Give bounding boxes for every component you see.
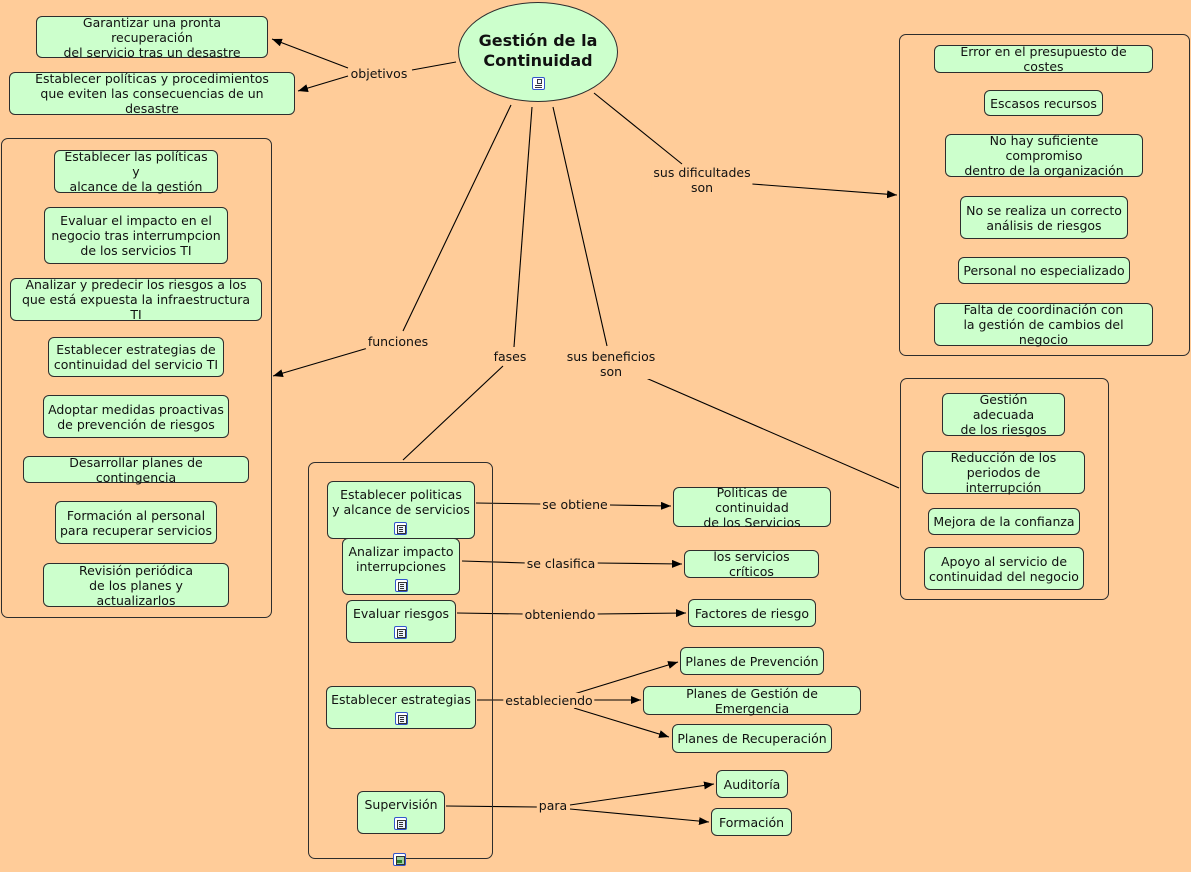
link-label-estableciendo: estableciendo [503, 693, 595, 708]
main-topic-node[interactable]: Gestión de la Continuidad [458, 2, 618, 102]
link-label-para: para [536, 798, 570, 813]
resultado-politicas-node[interactable]: Politicas de continuidad de los Servicio… [673, 485, 831, 530]
funcion-node[interactable]: Analizar y predecir los riesgos a los qu… [10, 277, 262, 322]
fase-node[interactable]: Establecer politicas y alcance de servic… [327, 481, 475, 539]
formacion-node[interactable]: Formación [711, 808, 792, 836]
funcion-node[interactable]: Establecer las políticas y alcance de la… [54, 149, 218, 194]
image-resource-icon[interactable] [393, 853, 406, 866]
document-resource-icon[interactable] [395, 579, 408, 592]
document-resource-icon[interactable] [394, 522, 407, 535]
document-resource-icon[interactable] [394, 626, 407, 639]
link-label-fases: fases [491, 349, 529, 364]
main-topic-title: Gestión de la Continuidad [478, 31, 598, 70]
dificultad-node[interactable]: Escasos recursos [984, 90, 1103, 116]
funcion-node[interactable]: Revisión periódica de los planes y actua… [43, 563, 229, 608]
dificultad-node[interactable]: Falta de coordinación con la gestión de … [934, 302, 1153, 347]
link-label-funciones: funciones [365, 334, 431, 349]
plan-emergencia-node[interactable]: Planes de Gestión de Emergencia [643, 686, 861, 716]
document-resource-icon[interactable] [395, 712, 408, 725]
funcion-node[interactable]: Adoptar medidas proactivas de prevención… [43, 395, 229, 438]
funcion-node[interactable]: Evaluar el impacto en el negocio tras in… [44, 207, 228, 264]
fase-label: Evaluar riesgos [352, 606, 450, 621]
beneficios-group [900, 378, 1109, 600]
link-label-se-obtiene: se obtiene [540, 497, 610, 512]
beneficio-node[interactable]: Mejora de la confianza [928, 508, 1080, 535]
beneficio-node[interactable]: Gestión adecuada de los riesgos [942, 392, 1065, 437]
fase-node[interactable]: Establecer estrategias [326, 686, 476, 729]
beneficio-node[interactable]: Apoyo al servicio de continuidad del neg… [924, 547, 1084, 590]
fase-label: Establecer estrategias [331, 692, 471, 707]
link-label-dificultades: sus dificultades son [651, 165, 753, 195]
fase-node[interactable]: Analizar impacto interrupciones [342, 538, 460, 595]
link-label-objetivos: objetivos [348, 66, 410, 81]
dificultad-node[interactable]: No se realiza un correcto análisis de ri… [960, 196, 1128, 239]
link-label-se-clasifica: se clasifica [524, 556, 598, 571]
dificultad-node[interactable]: Personal no especializado [958, 257, 1130, 284]
objetivo-node[interactable]: Garantizar una pronta recuperación del s… [36, 15, 268, 60]
fase-node[interactable]: Supervisión [357, 791, 445, 834]
fase-label: Analizar impacto interrupciones [348, 544, 454, 574]
funcion-node[interactable]: Establecer estrategias de continuidad de… [48, 337, 224, 377]
dificultad-node[interactable]: No hay suficiente compromiso dentro de l… [945, 133, 1143, 178]
plan-prevencion-node[interactable]: Planes de Prevención [680, 647, 824, 675]
dificultades-group [899, 34, 1190, 356]
fase-label: Supervisión [364, 797, 438, 812]
objetivo-node[interactable]: Establecer políticas y procedimientos qu… [9, 71, 295, 116]
link-label-obteniendo: obteniendo [522, 607, 598, 622]
fase-label: Establecer politicas y alcance de servic… [332, 487, 470, 517]
link-label-beneficios: sus beneficios son [564, 349, 658, 379]
concept-map-link-icon[interactable] [531, 77, 545, 90]
plan-recuperacion-node[interactable]: Planes de Recuperación [672, 724, 832, 753]
auditoria-node[interactable]: Auditoría [716, 770, 788, 798]
beneficio-node[interactable]: Reducción de los periodos de interrupció… [922, 450, 1085, 495]
funcion-node[interactable]: Formación al personal para recuperar ser… [55, 501, 217, 544]
dificultad-node[interactable]: Error en el presupuesto de costes [934, 44, 1153, 74]
document-resource-icon[interactable] [394, 817, 407, 830]
funciones-group [1, 138, 272, 618]
resultado-factores-riesgo-node[interactable]: Factores de riesgo [688, 599, 816, 627]
fase-node[interactable]: Evaluar riesgos [346, 600, 456, 643]
resultado-servicios-criticos-node[interactable]: los servicios críticos [684, 549, 819, 579]
funcion-node[interactable]: Desarrollar planes de contingencia [23, 455, 249, 485]
